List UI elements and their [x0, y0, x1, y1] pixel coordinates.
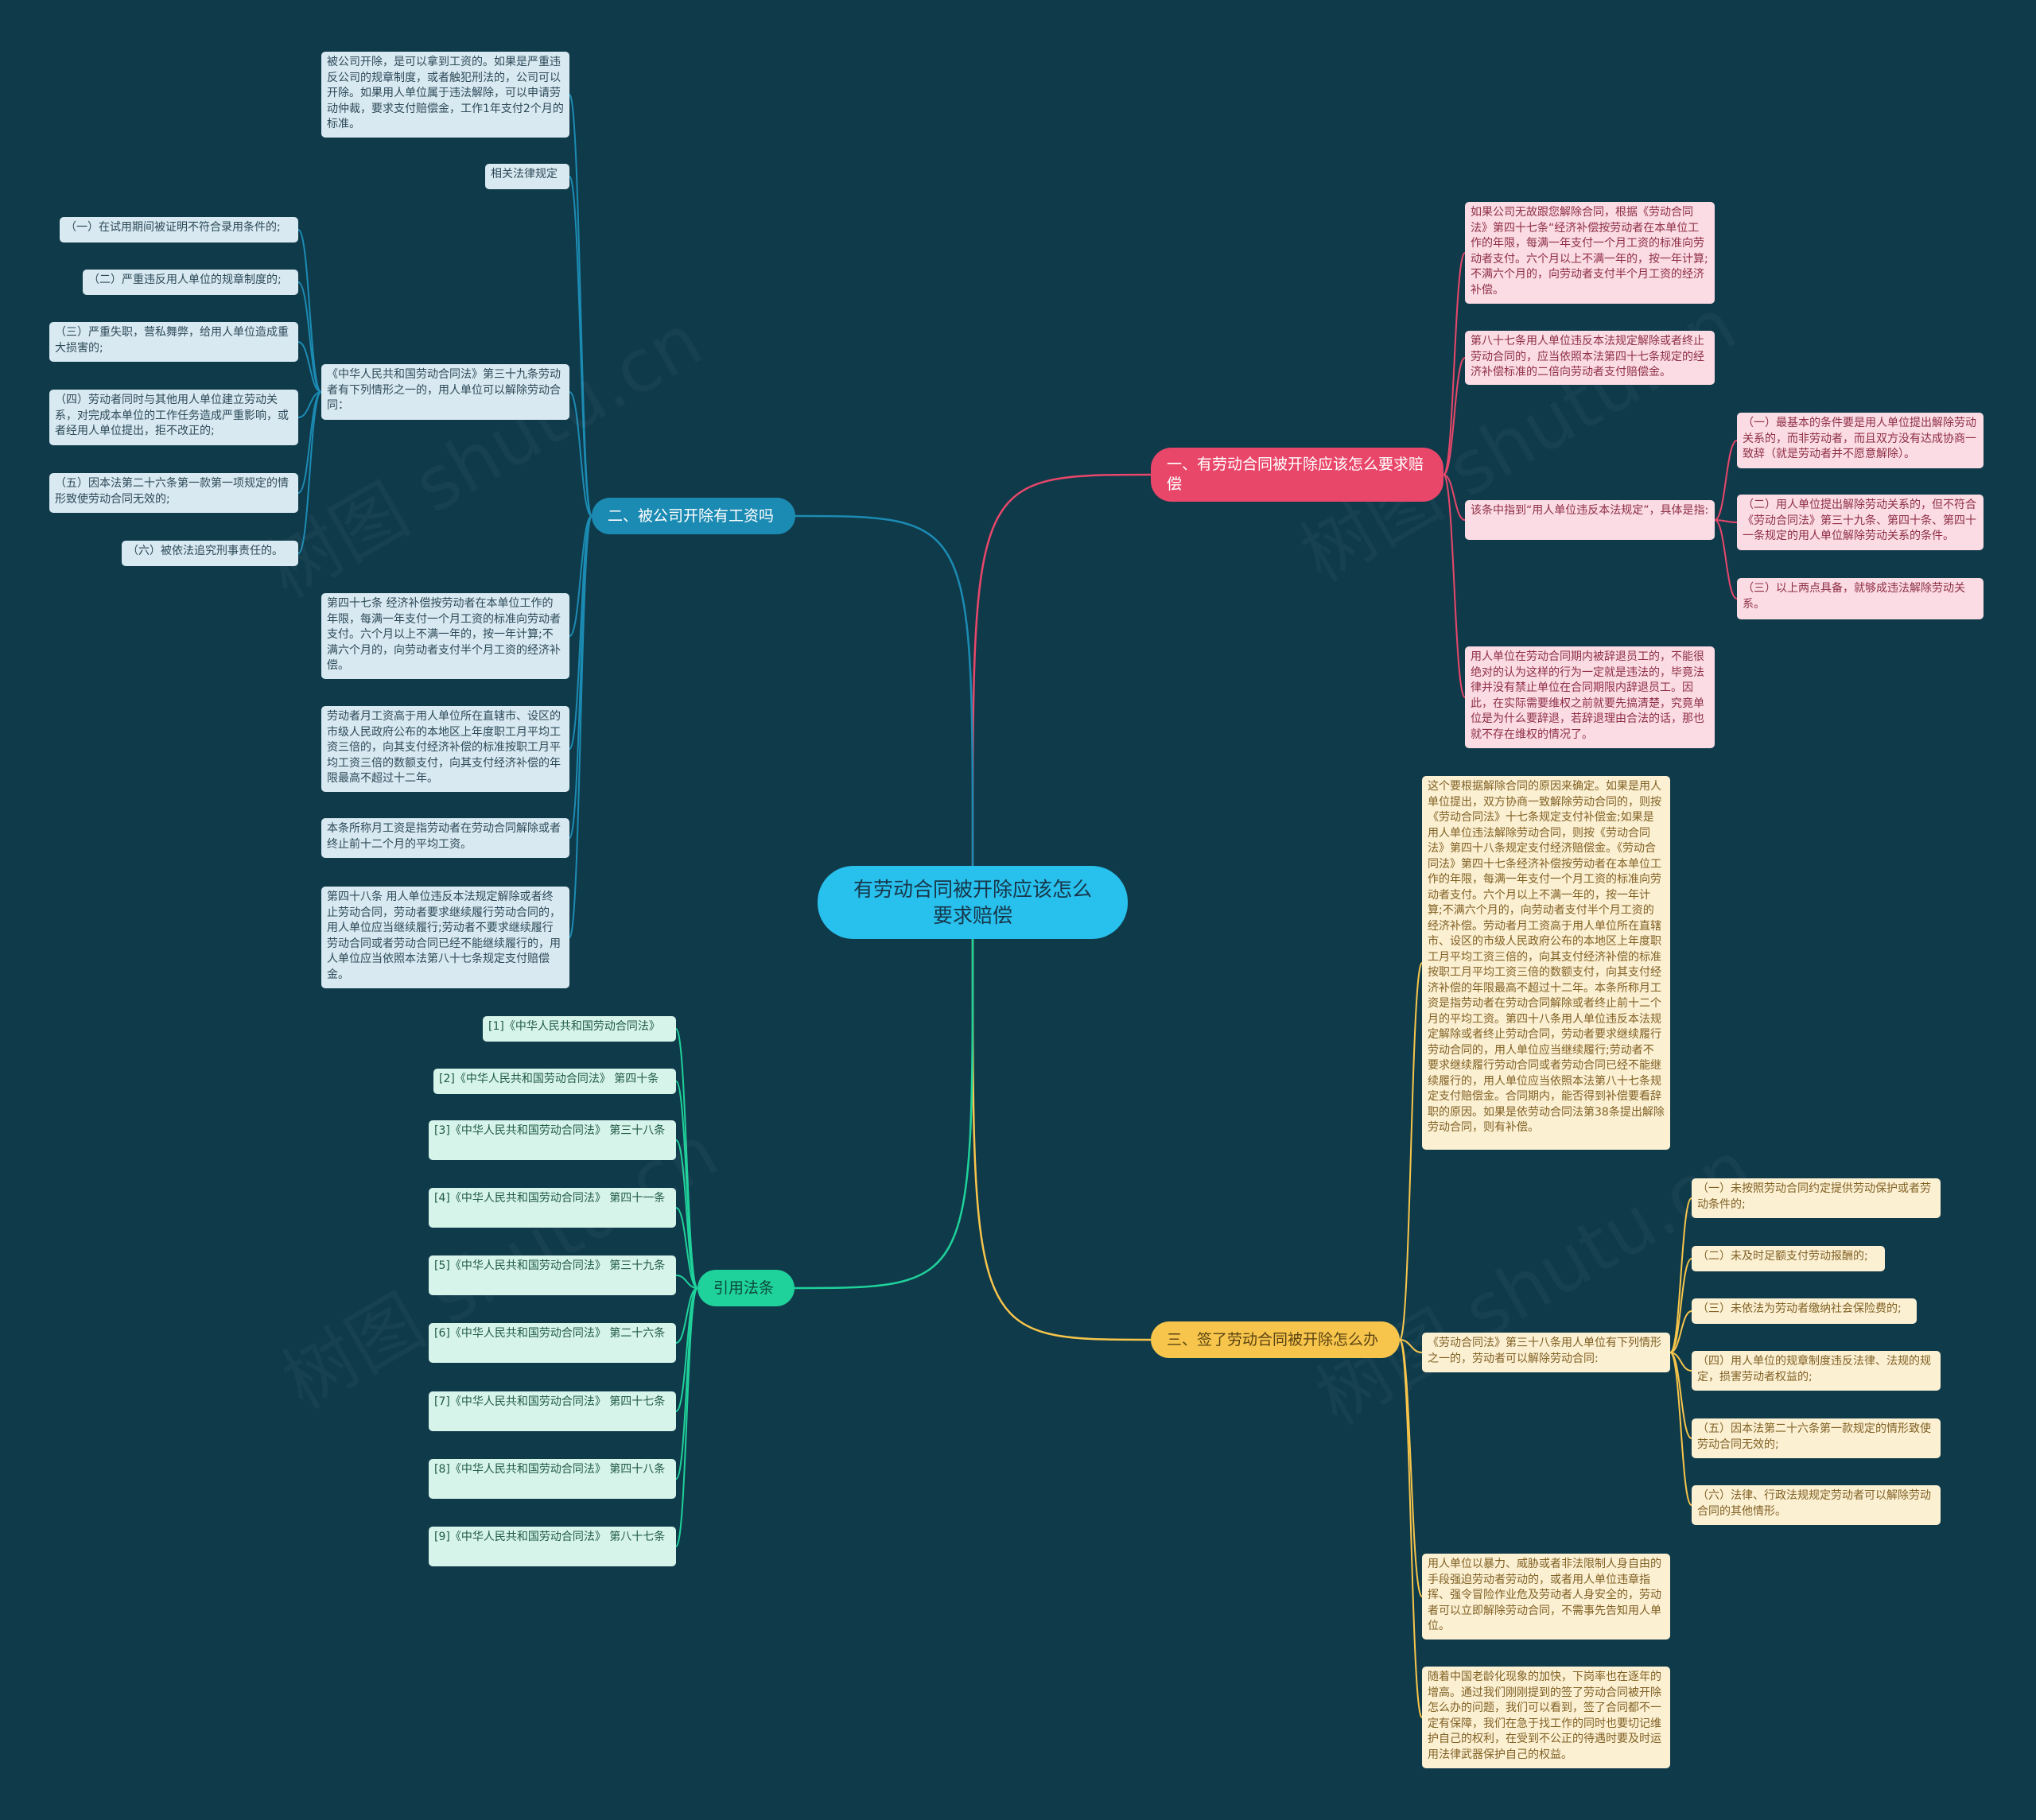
topic-node[interactable]: （六）被依法追究刑事责任的。 — [122, 541, 298, 566]
connector-line — [794, 938, 974, 1290]
connector-line — [675, 1139, 698, 1289]
connector-line — [569, 391, 593, 517]
topic-node[interactable]: 该条中指到“用人单位违反本法规定”，具体是指: — [1465, 500, 1715, 540]
law-citation[interactable]: [7]《中华人民共和国劳动合同法》 第四十七条 — [429, 1391, 676, 1431]
topic-node[interactable]: 第四十七条 经济补偿按劳动者在本单位工作的年限，每满一年支付一个月工资的标准向劳… — [321, 593, 569, 679]
topic-node[interactable]: （四）劳动者同时与其他用人单位建立劳动关系，对完成本单位的工作任务造成严重影响，… — [49, 390, 298, 445]
branch-compensation[interactable]: 一、有劳动合同被开除应该怎么要求赔偿 — [1151, 448, 1443, 502]
law-citation[interactable]: [8]《中华人民共和国劳动合同法》 第四十八条 — [429, 1459, 676, 1499]
connector-line — [1443, 474, 1466, 698]
topic-node[interactable]: （三）严重失职，营私舞弊，给用人单位造成重大损害的; — [49, 322, 298, 362]
connector-line — [569, 176, 593, 517]
topic-node[interactable]: 随着中国老龄化现象的加快，下岗率也在逐年的增高。通过我们刚刚提到的签了劳动合同被… — [1422, 1667, 1670, 1768]
law-citation[interactable]: [2]《中华人民共和国劳动合同法》 第四十条 — [433, 1069, 676, 1094]
connector-line — [1443, 474, 1466, 521]
connector-line — [1669, 1310, 1692, 1353]
connector-line — [569, 515, 593, 637]
topic-node[interactable]: 相关法律规定 — [485, 164, 569, 189]
topic-node[interactable]: 劳动者月工资高于用人单位所在直辖市、设区的市级人民政府公布的本地区上年度职工月平… — [321, 706, 569, 792]
connector-line — [1669, 1197, 1692, 1353]
topic-node[interactable]: 用人单位以暴力、威胁或者非法限制人身自由的手段强迫劳动者劳动的，或者用人单位违章… — [1422, 1554, 1670, 1640]
topic-node[interactable]: 《中华人民共和国劳动合同法》第三十九条劳动者有下列情形之一的，用人单位可以解除劳… — [321, 364, 569, 420]
law-citation[interactable]: [3]《中华人民共和国劳动合同法》 第三十八条 — [429, 1120, 676, 1160]
connector-line — [569, 515, 593, 839]
connector-line — [1669, 1352, 1692, 1506]
connector-line — [1443, 357, 1466, 475]
topic-node[interactable]: （一）最基本的条件要是用人单位提出解除劳动关系的，而非劳动者，而且双方没有达成协… — [1737, 413, 1984, 468]
branch-wage[interactable]: 二、被公司开除有工资吗 — [592, 498, 795, 534]
connector-line — [1714, 519, 1738, 523]
connector-line — [297, 341, 322, 393]
law-citation[interactable]: [6]《中华人民共和国劳动合同法》 第二十六条 — [429, 1323, 676, 1363]
connector-line — [1714, 519, 1738, 600]
branch-cited-laws[interactable]: 引用法条 — [697, 1270, 795, 1306]
connector-line — [795, 514, 974, 867]
topic-node[interactable]: 第四十八条 用人单位违反本法规定解除或者终止劳动合同，劳动者要求继续履行劳动合同… — [321, 887, 569, 988]
connector-line — [675, 1081, 698, 1289]
connector-line — [971, 473, 1152, 867]
connector-line — [675, 1207, 698, 1289]
topic-node[interactable]: （二）未及时足额支付劳动报酬的; — [1692, 1246, 1885, 1271]
topic-node[interactable]: 被公司开除，是可以拿到工资的。如果是严重违反公司的规章制度，或者触犯刑法的，公司… — [321, 52, 569, 138]
topic-node[interactable]: （三）未依法为劳动者缴纳社会保险费的; — [1692, 1298, 1917, 1324]
connector-line — [1399, 1339, 1423, 1718]
topic-node[interactable]: 用人单位在劳动合同期内被辞退员工的，不能很绝对的认为这样的行为一定就是违法的，毕… — [1465, 646, 1715, 748]
connector-line — [971, 938, 1152, 1341]
law-citation[interactable]: [5]《中华人民共和国劳动合同法》 第三十九条 — [429, 1255, 676, 1295]
law-citation[interactable]: [4]《中华人民共和国劳动合同法》 第四十一条 — [429, 1188, 676, 1228]
topic-node[interactable]: （一）未按照劳动合同约定提供劳动保护或者劳动条件的; — [1692, 1178, 1941, 1218]
topic-node[interactable]: 第八十七条用人单位违反本法规定解除或者终止劳动合同的，应当依照本法第四十七条规定… — [1465, 331, 1715, 385]
connector-line — [675, 1287, 698, 1547]
topic-node[interactable]: 如果公司无故跟您解除合同，根据《劳动合同法》第四十七条“经济补偿按劳动者在本单位… — [1465, 202, 1715, 304]
connector-line — [1714, 440, 1738, 521]
topic-node[interactable]: （五）因本法第二十六条第一款第一项规定的情形致使劳动合同无效的; — [49, 473, 298, 513]
connector-line — [675, 1287, 698, 1344]
connector-line — [1443, 252, 1466, 475]
connector-line — [1399, 962, 1423, 1341]
connector-line — [1669, 1258, 1692, 1353]
connector-line — [569, 515, 593, 938]
law-citation[interactable]: [1]《中华人民共和国劳动合同法》 — [483, 1016, 676, 1042]
branch-what-to-do[interactable]: 三、签了劳动合同被开除怎么办 — [1151, 1321, 1400, 1358]
connector-line — [675, 1275, 698, 1289]
topic-node[interactable]: （二）用人单位提出解除劳动关系的，但不符合《劳动合同法》第三十九条、第四十条、第… — [1737, 495, 1984, 550]
topic-node[interactable]: 《劳动合同法》第三十八条用人单位有下列情形之一的，劳动者可以解除劳动合同: — [1422, 1333, 1670, 1372]
topic-node[interactable]: （六）法律、行政法规规定劳动者可以解除劳动合同的其他情形。 — [1692, 1485, 1941, 1525]
root-topic[interactable]: 有劳动合同被开除应该怎么要求赔偿 — [818, 866, 1128, 939]
connector-line — [297, 391, 322, 554]
connector-line — [1399, 1339, 1423, 1597]
topic-node[interactable]: （一）在试用期间被证明不符合录用条件的; — [60, 217, 298, 243]
topic-node[interactable]: （二）严重违反用人单位的规章制度的; — [83, 270, 298, 295]
topic-node[interactable]: 本条所称月工资是指劳动者在劳动合同解除或者终止前十二个月的平均工资。 — [321, 818, 569, 858]
topic-node[interactable]: （四）用人单位的规章制度违反法律、法规的规定，损害劳动者权益的; — [1692, 1351, 1941, 1391]
law-citation[interactable]: [9]《中华人民共和国劳动合同法》 第八十七条 — [429, 1527, 676, 1566]
connector-line — [297, 281, 322, 393]
topic-node[interactable]: 这个要根据解除合同的原因来确定。如果是用人单位提出，双方协商一致解除劳动合同的，… — [1422, 776, 1670, 1150]
topic-node[interactable]: （五）因本法第二十六条第一款规定的情形致使劳动合同无效的; — [1692, 1418, 1941, 1458]
topic-node[interactable]: （三）以上两点具备，就够成违法解除劳动关系。 — [1737, 578, 1984, 619]
connector-line — [1399, 1339, 1423, 1353]
